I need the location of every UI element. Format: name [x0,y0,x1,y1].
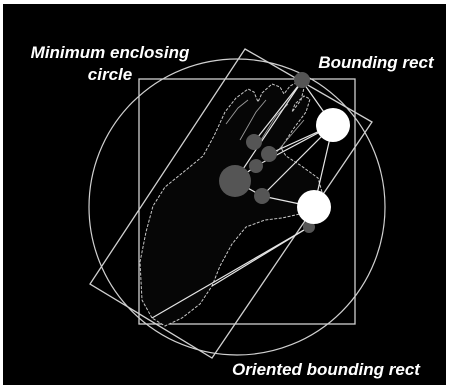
defect-point [249,159,263,173]
min-circle-label-line2: circle [88,65,132,84]
min-circle-label-line1: Minimum enclosing [31,43,190,62]
large-white-circle [297,190,331,224]
defect-point [254,188,270,204]
bounding-rect-label: Bounding rect [318,53,435,72]
large-white-circle [316,108,350,142]
defect-point [294,72,310,88]
defect-point [261,146,277,162]
defect-point [219,165,251,197]
oriented-rect-label: Oriented bounding rect [232,360,421,379]
defect-point [246,134,262,150]
hand-outline [140,82,322,326]
